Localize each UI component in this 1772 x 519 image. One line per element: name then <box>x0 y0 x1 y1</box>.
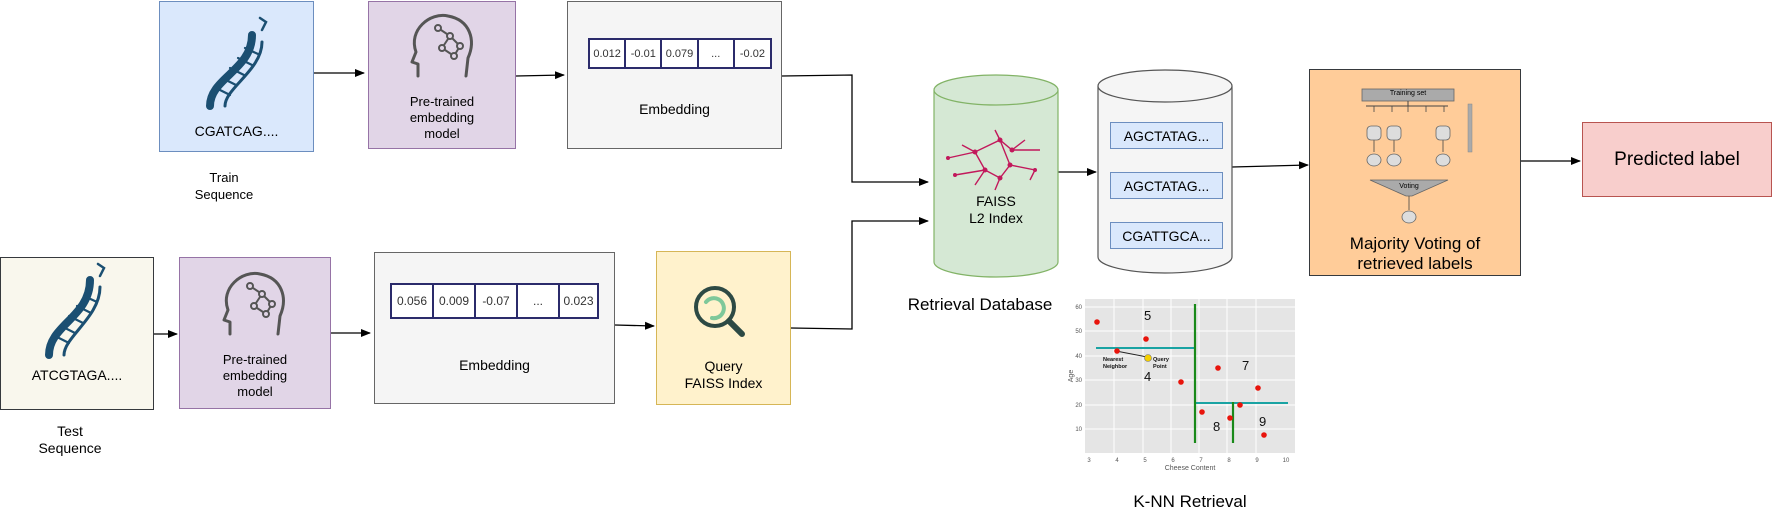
faiss-index-label: FAISS L2 Index <box>934 193 1058 227</box>
train-sequence-text: CGATCAG.... <box>194 123 279 139</box>
knn-region-label: 9 <box>1259 414 1266 429</box>
embedding-value-cell: 0.079 <box>662 40 699 67</box>
test-embedding-box: 0.056 0.009 -0.07 ... 0.023 Embedding <box>374 252 615 404</box>
train-embedding-vector: 0.012 -0.01 0.079 ... -0.02 <box>588 38 772 69</box>
knn-region-label: 4 <box>1144 369 1151 384</box>
network-graph-icon <box>946 129 1040 191</box>
query-line2: FAISS Index <box>684 375 763 391</box>
arrow-retrieved-to-voting <box>1231 161 1309 170</box>
knn-xlabel: Cheese Content <box>1165 465 1216 472</box>
test-model-line2: embedding <box>222 368 288 383</box>
query-point-label: Query <box>1153 357 1170 363</box>
knn-xtick: 3 <box>1087 458 1091 464</box>
query-faiss-label: Query FAISS Index <box>657 358 790 392</box>
test-sequence-caption: Test Sequence <box>20 423 120 457</box>
test-model-line3: model <box>237 384 273 399</box>
voting-step-label: Voting <box>1399 183 1419 190</box>
test-model-label: Pre-trained embedding model <box>180 352 330 400</box>
retrieved-sequence-2: AGCTATAG... <box>1110 172 1223 199</box>
knn-xtick: 4 <box>1115 458 1119 464</box>
train-model-label: Pre-trained embedding model <box>369 94 515 142</box>
embedding-value-cell: 0.023 <box>563 294 594 308</box>
knn-region-label: 5 <box>1144 308 1151 323</box>
knn-ytick: 50 <box>1075 329 1082 335</box>
train-model-line2: embedding <box>409 110 475 125</box>
query-point-label: Point <box>1153 364 1167 370</box>
test-model-line1: Pre-trained <box>222 352 288 367</box>
test-embedding-vector: 0.056 0.009 -0.07 ... 0.023 <box>390 283 599 319</box>
voting-line1: Majority Voting of <box>1349 234 1481 253</box>
predicted-label-box: Predicted label <box>1582 122 1772 197</box>
connector-arrows <box>154 69 1581 338</box>
predicted-label-text: Predicted label <box>1614 148 1740 170</box>
knn-region-label: 8 <box>1213 419 1220 434</box>
train-model-box: Pre-trained embedding model <box>368 1 516 149</box>
majority-voting-label: Majority Voting of retrieved labels <box>1310 234 1520 274</box>
embedding-value-cell: 0.009 <box>434 285 476 317</box>
faiss-index-cylinder <box>933 74 1059 278</box>
embedding-value-cell: 0.012 <box>590 40 627 67</box>
knn-xtick: 8 <box>1227 458 1231 464</box>
train-model-line1: Pre-trained <box>409 94 475 109</box>
query-faiss-box: Query FAISS Index <box>656 251 791 405</box>
arrow-query-to-faiss <box>790 217 929 330</box>
train-embedding-box: 0.012 -0.01 0.079 ... -0.02 Embedding <box>567 1 782 149</box>
knn-retrieval-caption: K-NN Retrieval <box>1133 492 1247 511</box>
test-sequence-box: ATCGTAGA.... <box>0 257 154 410</box>
retrieval-database-label: Retrieval Database <box>907 295 1053 314</box>
embedding-value-cell: ... <box>518 285 560 317</box>
knn-ytick: 30 <box>1075 378 1082 384</box>
knn-xtick: 7 <box>1199 458 1203 464</box>
test-caption-line2: Sequence <box>38 440 102 456</box>
retrieved-sequence-1: AGCTATAG... <box>1110 122 1223 149</box>
arrow-train-embedding-to-faiss <box>781 74 929 186</box>
test-caption-line1: Test <box>57 423 83 439</box>
retrieved-sequence-3: CGATTGCA... <box>1110 222 1223 249</box>
embedding-value-cell: -0.07 <box>476 285 518 317</box>
arrow-train-model-to-embedding <box>515 71 565 80</box>
query-line1: Query <box>704 358 743 374</box>
faiss-line1: FAISS <box>976 193 1016 209</box>
embedding-value-cell: 0.056 <box>392 285 434 317</box>
knn-plot: 5 4 7 8 9 Nearest Neighbor Query Point 3… <box>1068 299 1295 472</box>
knn-region-label: 7 <box>1242 358 1249 373</box>
embedding-value-cell: ... <box>699 40 735 67</box>
knn-ytick: 10 <box>1075 427 1082 433</box>
knn-ytick: 20 <box>1075 403 1082 409</box>
knn-xtick: 10 <box>1283 458 1290 464</box>
knn-xtick: 5 <box>1143 458 1147 464</box>
nearest-neighbor-label: Nearest <box>1103 357 1123 363</box>
train-sequence-caption: Train Sequence <box>174 169 274 203</box>
voting-line2: retrieved labels <box>1357 254 1473 273</box>
knn-ylabel: Age <box>1068 370 1075 383</box>
test-sequence-text: ATCGTAGA.... <box>31 367 123 383</box>
train-sequence-box: CGATCAG.... <box>159 1 314 152</box>
majority-voting-box: Majority Voting of retrieved labels <box>1309 69 1521 276</box>
knn-ytick: 60 <box>1075 305 1082 311</box>
faiss-line2: L2 Index <box>969 210 1023 226</box>
knn-xtick: 9 <box>1255 458 1259 464</box>
knn-ytick: 40 <box>1075 354 1082 360</box>
train-model-line3: model <box>424 126 460 141</box>
train-caption-line2: Sequence <box>194 187 254 202</box>
embedding-value-cell: -0.01 <box>626 40 663 67</box>
knn-xtick: 6 <box>1171 458 1175 464</box>
training-set-label: Training set <box>1389 90 1427 97</box>
test-embedding-label: Embedding <box>459 357 530 373</box>
test-model-box: Pre-trained embedding model <box>179 257 331 409</box>
nearest-neighbor-label: Neighbor <box>1103 364 1128 370</box>
embedding-value-cell: -0.02 <box>739 47 765 60</box>
train-embedding-label: Embedding <box>639 101 710 117</box>
train-caption-line1: Train <box>209 170 239 185</box>
arrow-test-embedding-to-query <box>614 321 655 330</box>
